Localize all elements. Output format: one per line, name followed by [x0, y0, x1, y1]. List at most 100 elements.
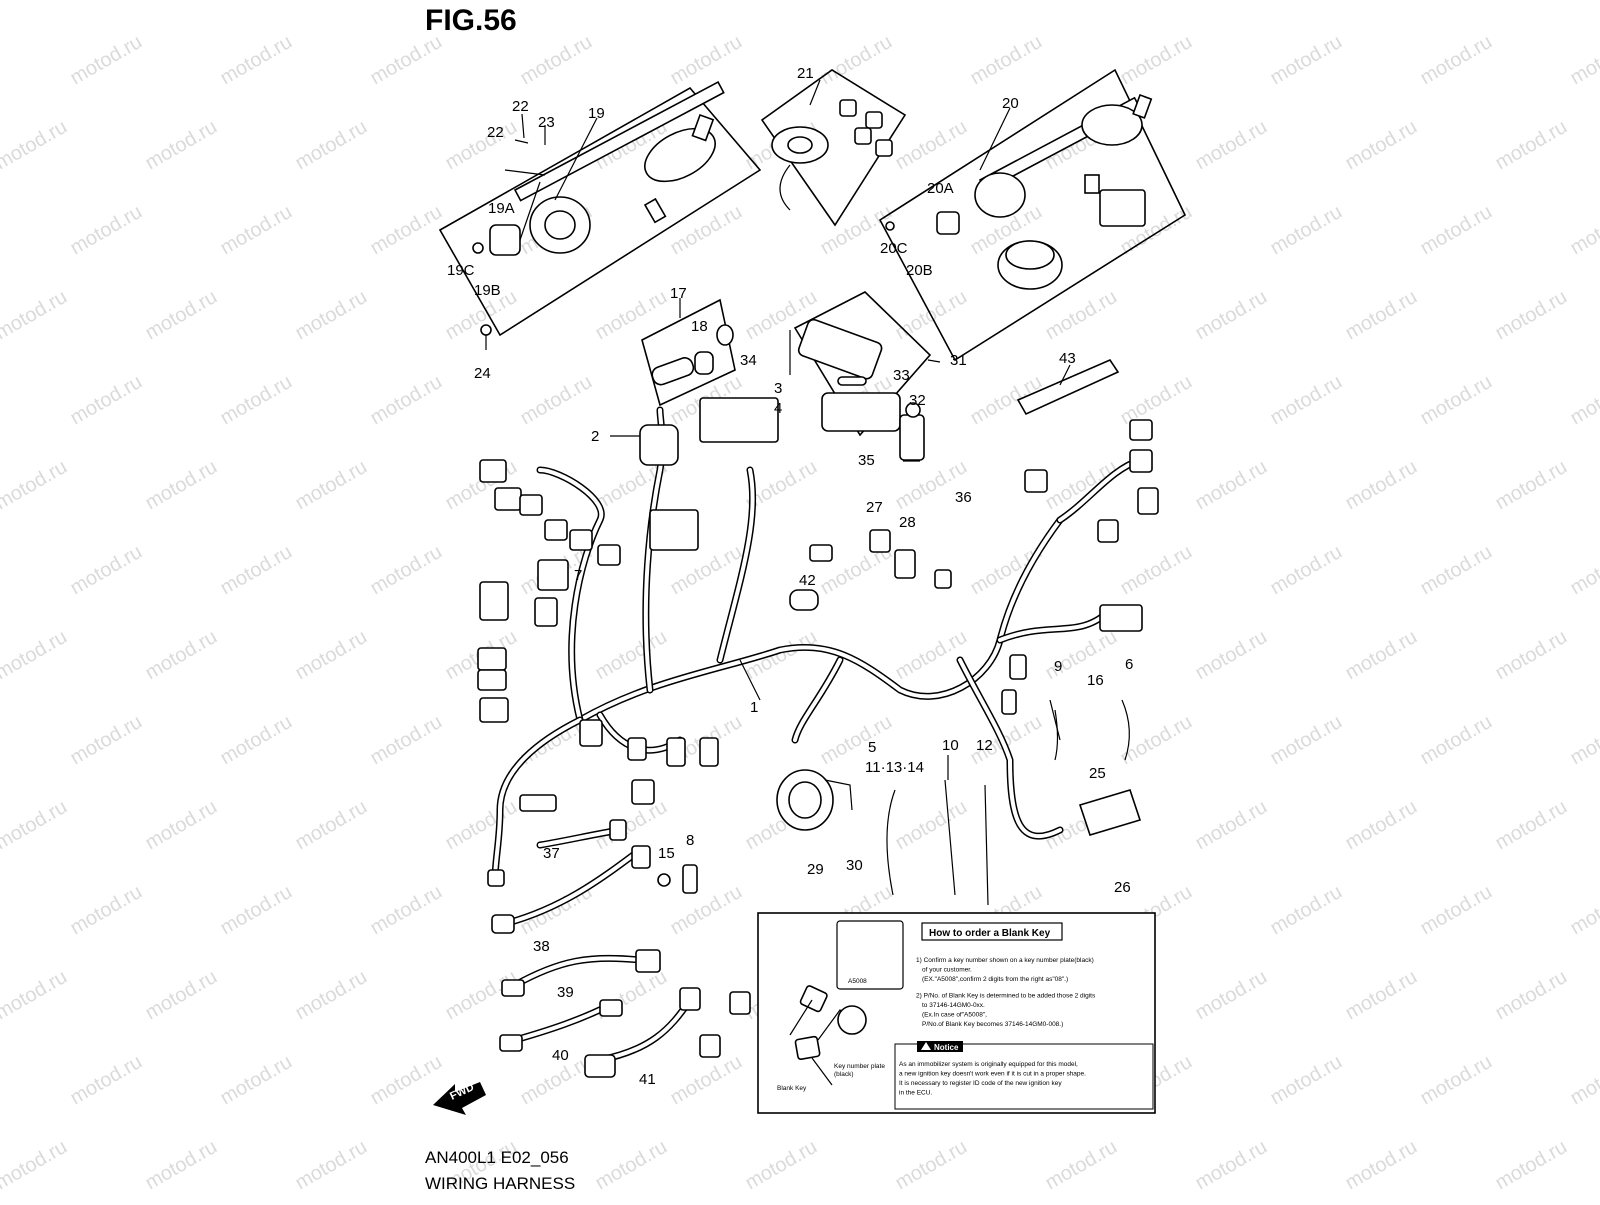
watermark-text: motod.ru — [1567, 371, 1600, 430]
callout-33: 33 — [893, 367, 910, 384]
callout-20C: 20C — [880, 240, 908, 257]
watermark-text: motod.ru — [592, 286, 671, 345]
watermark-text: motod.ru — [1342, 456, 1421, 515]
watermark-text: motod.ru — [667, 881, 746, 940]
watermark-text: motod.ru — [142, 966, 221, 1025]
watermark-text: motod.ru — [142, 796, 221, 855]
watermark-text: motod.ru — [667, 31, 746, 90]
blank-key-step-line: to 37146-14GM0-0xx. — [922, 1002, 985, 1009]
blank-key-step-line: 2) P/No. of Blank Key is determined to b… — [916, 993, 1096, 1000]
watermark-text: motod.ru — [1267, 1051, 1346, 1110]
figure-code: AN400L1 E02_056 — [425, 1148, 569, 1168]
watermark-text: motod.ru — [1567, 1051, 1600, 1110]
watermark-text: motod.ru — [367, 711, 446, 770]
callout-21: 21 — [797, 65, 814, 82]
watermark-text: motod.ru — [142, 286, 221, 345]
watermark-text: motod.ru — [742, 0, 821, 4]
watermark-text: motod.ru — [292, 796, 371, 855]
watermark-text: motod.ru — [1042, 286, 1121, 345]
callout-27: 27 — [866, 499, 883, 516]
watermark-text: motod.ru — [1492, 796, 1571, 855]
watermark-text: motod.ru — [1192, 456, 1271, 515]
watermark-text: motod.ru — [0, 286, 71, 345]
watermark-text: motod.ru — [1492, 286, 1571, 345]
watermark-text: motod.ru — [367, 201, 446, 260]
callout-40: 40 — [552, 1047, 569, 1064]
watermark-text: motod.ru — [67, 881, 146, 940]
callout-35: 35 — [858, 452, 875, 469]
watermark-text: motod.ru — [0, 116, 71, 175]
watermark-text: motod.ru — [1267, 881, 1346, 940]
callout-10: 10 — [942, 737, 959, 754]
watermark-text: motod.ru — [142, 0, 221, 4]
watermark-text: motod.ru — [67, 31, 146, 90]
key-plate-label-2: (black) — [834, 1071, 854, 1078]
watermark-text: motod.ru — [442, 796, 521, 855]
callout-18: 18 — [691, 318, 708, 335]
watermark-text: motod.ru — [1342, 626, 1421, 685]
watermark-text: motod.ru — [367, 541, 446, 600]
watermark-text: motod.ru — [1267, 541, 1346, 600]
callout-34: 34 — [740, 352, 757, 369]
watermark-text: motod.ru — [1417, 711, 1496, 770]
watermark-text: motod.ru — [1267, 371, 1346, 430]
watermark-text: motod.ru — [217, 541, 296, 600]
blank-key-step-line: of your customer. — [922, 967, 972, 974]
callout-29: 29 — [807, 861, 824, 878]
watermark-text: motod.ru — [142, 1136, 221, 1195]
watermark-text: motod.ru — [0, 456, 71, 515]
watermark-text: motod.ru — [1567, 541, 1600, 600]
callout-20B: 20B — [906, 262, 933, 279]
watermark-text: motod.ru — [1192, 286, 1271, 345]
watermark-text: motod.ru — [367, 881, 446, 940]
watermark-text: motod.ru — [1492, 966, 1571, 1025]
callout-2: 2 — [591, 428, 599, 445]
watermark-text: motod.ru — [142, 456, 221, 515]
watermark-text: motod.ru — [1417, 371, 1496, 430]
watermark-text: motod.ru — [0, 796, 71, 855]
watermark-text: motod.ru — [1192, 626, 1271, 685]
watermark-text: motod.ru — [292, 456, 371, 515]
watermark-text: motod.ru — [1417, 1051, 1496, 1110]
callout-5: 5 — [868, 739, 876, 756]
callout-37: 37 — [543, 845, 560, 862]
watermark-text: motod.ru — [0, 626, 71, 685]
callout-19B: 19B — [474, 282, 501, 299]
watermark-text: motod.ru — [67, 201, 146, 260]
callout-28: 28 — [899, 514, 916, 531]
callout-23: 23 — [538, 114, 555, 131]
watermark-text: motod.ru — [1192, 1136, 1271, 1195]
callout-12: 12 — [976, 737, 993, 754]
watermark-text: motod.ru — [1417, 31, 1496, 90]
callout-11: 11·13·14 — [865, 759, 924, 776]
watermark-text: motod.ru — [142, 626, 221, 685]
callout-8: 8 — [686, 832, 694, 849]
watermark-text: motod.ru — [0, 1136, 71, 1195]
callout-9: 9 — [1054, 658, 1062, 675]
watermark-text: motod.ru — [1342, 286, 1421, 345]
watermark-text: motod.ru — [892, 796, 971, 855]
notice-line: a new ignition key doesn't work even if … — [899, 1071, 1086, 1078]
blank-key-heading: How to order a Blank Key — [929, 928, 1051, 939]
callout-1: 1 — [750, 699, 758, 716]
blank-key-step-line: P/No.of Blank Key becomes 37146-14GM0-00… — [922, 1021, 1063, 1028]
fwd-arrow: FWD — [433, 1081, 486, 1115]
callout-15: 15 — [658, 845, 675, 862]
watermark-text: motod.ru — [292, 116, 371, 175]
blank-key-info-box: How to order a Blank Key A5008 Blank Key… — [758, 913, 1155, 1113]
callout-25: 25 — [1089, 765, 1106, 782]
watermark-text: motod.ru — [1567, 201, 1600, 260]
callout-39: 39 — [557, 984, 574, 1001]
watermark-text: motod.ru — [1417, 541, 1496, 600]
callout-42: 42 — [799, 572, 816, 589]
callout-22a: 22 — [512, 98, 529, 115]
watermark-text: motod.ru — [1042, 626, 1121, 685]
watermark-text: motod.ru — [217, 881, 296, 940]
callout-19C: 19C — [447, 262, 475, 279]
washer-24 — [481, 325, 491, 335]
notice-label: Notice — [934, 1043, 959, 1052]
watermark-text: motod.ru — [967, 541, 1046, 600]
callout-20: 20 — [1002, 95, 1019, 112]
watermark-text: motod.ru — [1342, 796, 1421, 855]
